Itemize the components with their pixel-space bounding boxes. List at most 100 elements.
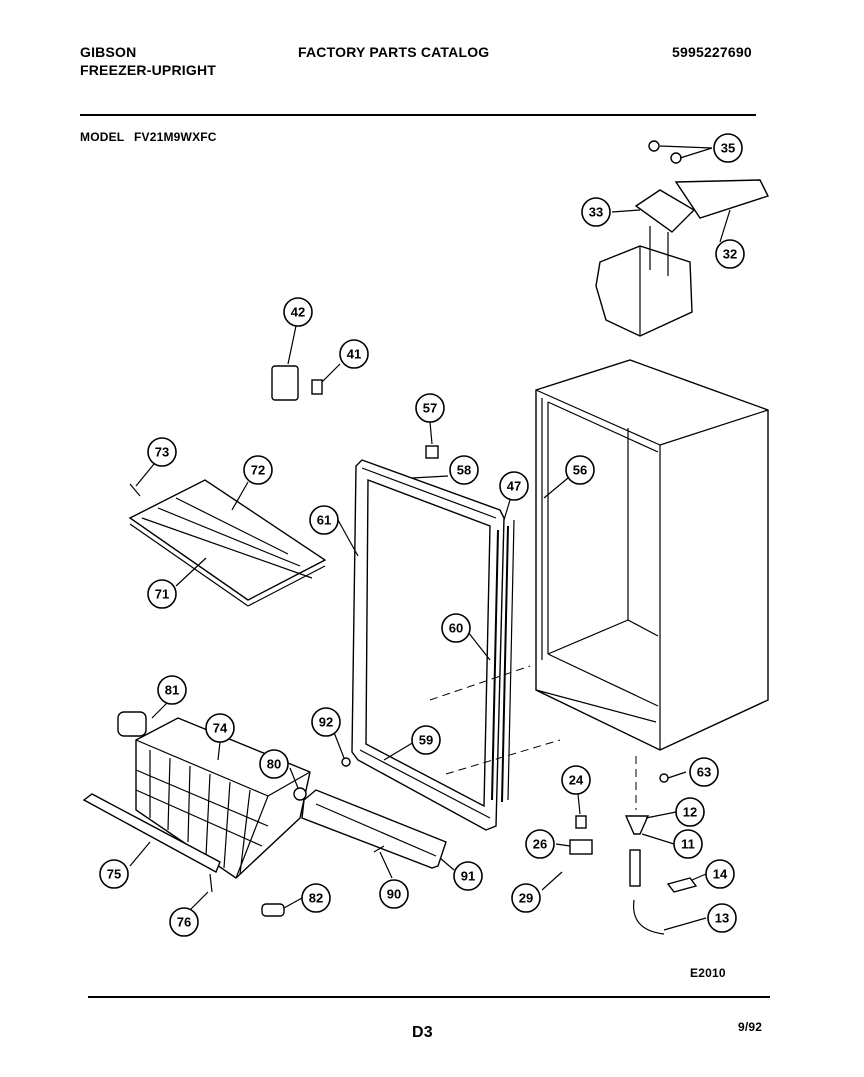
print-date: 9/92	[738, 1020, 763, 1034]
callout-57: 57	[415, 393, 445, 423]
catalog-title: FACTORY PARTS CATALOG	[298, 44, 490, 60]
callout-35: 35	[713, 133, 743, 163]
svg-text:92: 92	[319, 715, 333, 730]
callout-81: 81	[157, 675, 187, 705]
svg-text:58: 58	[457, 463, 471, 478]
svg-text:90: 90	[387, 887, 401, 902]
part-92-drawing	[341, 757, 351, 767]
svg-text:91: 91	[461, 869, 475, 884]
product-type: FREEZER-UPRIGHT	[80, 62, 216, 78]
model-number: FV21M9WXFC	[134, 130, 217, 144]
svg-text:73: 73	[155, 445, 169, 460]
svg-text:81: 81	[165, 683, 179, 698]
svg-text:61: 61	[317, 513, 331, 528]
callout-76: 76	[169, 907, 199, 937]
gasket-drawing	[491, 519, 515, 803]
part-57-drawing	[425, 445, 439, 459]
screw-35a-drawing	[648, 140, 660, 152]
callout-14: 14	[705, 859, 735, 889]
svg-text:57: 57	[423, 401, 437, 416]
svg-text:76: 76	[177, 915, 191, 930]
grille-drawing	[301, 789, 447, 869]
part-76-drawing	[209, 873, 213, 893]
cabinet-drawing	[535, 359, 769, 751]
brand-name: GIBSON	[80, 44, 137, 60]
part-24-drawing	[575, 815, 587, 829]
shelf-drawing	[128, 479, 327, 607]
svg-text:14: 14	[713, 867, 728, 882]
svg-text:33: 33	[589, 205, 603, 220]
callout-13: 13	[707, 903, 737, 933]
callout-71: 71	[147, 579, 177, 609]
part-14-drawing	[666, 877, 698, 893]
callout-60: 60	[441, 613, 471, 643]
callout-33: 33	[581, 197, 611, 227]
callout-42: 42	[283, 297, 313, 327]
page-number: D3	[412, 1024, 433, 1041]
part-13-drawing	[632, 899, 665, 935]
svg-text:47: 47	[507, 479, 521, 494]
callout-90: 90	[379, 879, 409, 909]
svg-text:29: 29	[519, 891, 533, 906]
svg-text:80: 80	[267, 757, 281, 772]
svg-text:82: 82	[309, 891, 323, 906]
svg-text:41: 41	[347, 347, 361, 362]
callout-56: 56	[565, 455, 595, 485]
svg-text:11: 11	[681, 837, 695, 852]
svg-text:12: 12	[683, 805, 697, 820]
drawing-code: E2010	[690, 966, 726, 980]
catalog-number: 5995227690	[672, 44, 752, 60]
callout-92: 92	[311, 707, 341, 737]
svg-text:59: 59	[419, 733, 433, 748]
header-rule	[80, 114, 756, 116]
callout-26: 26	[525, 829, 555, 859]
callout-24: 24	[561, 765, 591, 795]
screw-35b-drawing	[670, 152, 682, 164]
part-90-drawing	[373, 845, 385, 853]
svg-text:26: 26	[533, 837, 547, 852]
part-82-drawing	[261, 903, 285, 917]
callout-61: 61	[309, 505, 339, 535]
svg-text:32: 32	[723, 247, 737, 262]
door-drawing	[351, 459, 505, 831]
callout-82: 82	[301, 883, 331, 913]
callout-75: 75	[99, 859, 129, 889]
callout-91: 91	[453, 861, 483, 891]
part-26-drawing	[569, 839, 593, 855]
callout-80: 80	[259, 749, 289, 779]
part-42-drawing	[271, 365, 299, 401]
svg-text:60: 60	[449, 621, 463, 636]
callout-63: 63	[689, 757, 719, 787]
callout-58: 58	[449, 455, 479, 485]
callout-47: 47	[499, 471, 529, 501]
callout-41: 41	[339, 339, 369, 369]
part-63-drawing	[659, 773, 669, 783]
callout-11: 11	[673, 829, 703, 859]
part-81-drawing	[117, 711, 147, 737]
part-41-drawing	[311, 379, 323, 395]
compressor-drawing	[595, 179, 769, 337]
svg-text:72: 72	[251, 463, 265, 478]
svg-text:42: 42	[291, 305, 305, 320]
basket-front-drawing	[82, 793, 221, 873]
svg-text:71: 71	[155, 587, 169, 602]
leader-lines	[129, 145, 731, 931]
callout-12: 12	[675, 797, 705, 827]
svg-text:56: 56	[573, 463, 587, 478]
callout-29: 29	[511, 883, 541, 913]
callout-32: 32	[715, 239, 745, 269]
model-label: MODEL	[80, 130, 125, 144]
svg-text:24: 24	[569, 773, 584, 788]
callout-59: 59	[411, 725, 441, 755]
footer-rule	[88, 996, 770, 998]
svg-text:35: 35	[721, 141, 735, 156]
callout-74: 74	[205, 713, 235, 743]
part-12-drawing	[624, 815, 650, 835]
callout-72: 72	[243, 455, 273, 485]
svg-text:63: 63	[697, 765, 711, 780]
part-73-drawing	[129, 483, 141, 497]
svg-text:74: 74	[213, 721, 228, 736]
svg-text:13: 13	[715, 911, 729, 926]
